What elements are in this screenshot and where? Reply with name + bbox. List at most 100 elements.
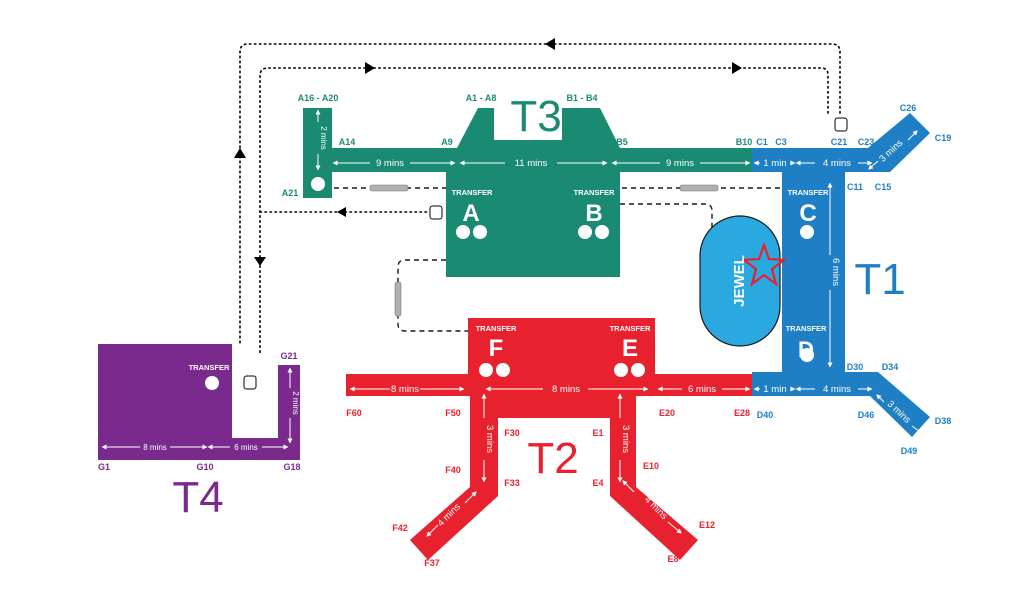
walk-time: 3 mins <box>620 425 631 453</box>
transfer-label: TRANSFER <box>788 188 829 197</box>
terminal-1-label: T1 <box>854 255 905 304</box>
gate-label: E12 <box>699 520 715 530</box>
bus-icon <box>429 205 443 220</box>
gate-label: C26 <box>900 103 917 113</box>
amenity-icons <box>205 177 814 390</box>
immigration-icon <box>205 376 219 390</box>
walk-time: 9 mins <box>666 158 694 169</box>
gate-label: C11 <box>847 182 863 192</box>
bus-route-arrows <box>234 38 742 266</box>
arrow-down-icon <box>254 257 266 266</box>
walk-arrows <box>101 109 922 537</box>
walk-time: 8 mins <box>391 384 419 395</box>
baggage-icon <box>614 363 628 377</box>
transfer-label: TRANSFER <box>476 324 517 333</box>
baggage-icon <box>578 225 592 239</box>
terminal-3-label: T3 <box>510 92 561 141</box>
gate-label: G18 <box>283 462 300 472</box>
terminal-4 <box>98 344 300 460</box>
terminal-3 <box>303 108 752 277</box>
skytrain-route <box>334 187 800 335</box>
gate-label: B5 <box>616 137 628 147</box>
walk-time: 3 mins <box>484 425 495 453</box>
transfer-label: TRANSFER <box>610 324 651 333</box>
gate-label: G21 <box>280 351 297 361</box>
gate-label: F30 <box>504 428 520 438</box>
gate-label: E28 <box>734 408 750 418</box>
gates-t4: G21 G1 G10 G18 <box>98 351 301 472</box>
pier-c: C <box>799 200 816 227</box>
pier-e: E <box>622 335 638 362</box>
gate-label: F60 <box>346 408 362 418</box>
bus-icon <box>834 117 848 132</box>
baggage-icon <box>456 225 470 239</box>
transfer-label: TRANSFER <box>574 188 615 197</box>
pier-a: A <box>462 200 479 227</box>
walk-time: 8 mins <box>552 384 580 395</box>
arrow-left-icon <box>337 207 346 217</box>
skytrain-icon <box>369 184 719 317</box>
gate-label: E8 <box>667 554 678 564</box>
arrow-left-icon <box>545 38 555 50</box>
pier-labels: TRANSFER A TRANSFER B TRANSFER C TRANSFE… <box>189 188 829 372</box>
gate-label: A1 - A8 <box>466 93 497 103</box>
pier-b: B <box>585 200 602 227</box>
baggage-icon <box>479 363 493 377</box>
baggage-icon <box>311 177 325 191</box>
gate-label: E20 <box>659 408 675 418</box>
baggage-icon <box>800 225 814 239</box>
pier-d: D <box>798 337 814 362</box>
gate-label: C21 <box>831 137 848 147</box>
immigration-icon <box>473 225 487 239</box>
arrow-up-icon <box>234 148 246 158</box>
walk-time: 2 mins <box>319 126 328 150</box>
terminal-1 <box>752 113 930 437</box>
gate-label: C3 <box>775 137 787 147</box>
gate-label: E4 <box>592 478 603 488</box>
gate-label: B10 <box>736 137 753 147</box>
gate-label: A21 <box>282 188 299 198</box>
walk-time: 4 mins <box>823 384 851 395</box>
star-icon <box>740 241 788 287</box>
gate-label: D34 <box>882 362 899 372</box>
walk-time: 6 mins <box>234 443 258 452</box>
gate-label: D46 <box>858 410 875 420</box>
gate-label: F42 <box>392 523 408 533</box>
transfer-label: TRANSFER <box>189 363 230 372</box>
walk-time: 11 mins <box>515 158 548 169</box>
gate-label: C19 <box>935 133 952 143</box>
gate-label: C23 <box>858 137 875 147</box>
walk-time: 4 mins <box>823 158 851 169</box>
gates-t2: F60 F50 F30 F40 F33 F42 F37 E1 E10 E4 E2… <box>346 408 750 568</box>
gate-label: F50 <box>445 408 461 418</box>
gate-label: C1 <box>756 137 768 147</box>
gate-label: D30 <box>847 362 864 372</box>
walk-time: 9 mins <box>376 158 404 169</box>
gate-label: F40 <box>445 465 461 475</box>
immigration-icon <box>631 363 645 377</box>
walk-time: 6 mins <box>688 384 716 395</box>
gate-label: D49 <box>901 446 918 456</box>
terminal-1-shape <box>752 113 930 437</box>
bus-icon <box>243 375 257 390</box>
walk-time: 8 mins <box>143 443 167 452</box>
pier-f: F <box>489 335 504 362</box>
terminal-2 <box>346 318 752 560</box>
walk-time: 1 min <box>763 158 786 169</box>
walk-time: 2 mins <box>291 391 300 415</box>
jewel-shape <box>699 215 781 347</box>
gate-label: A14 <box>339 137 356 147</box>
transfer-label: TRANSFER <box>452 188 493 197</box>
gate-label: B1 - B4 <box>566 93 597 103</box>
gates-t3: A16 - A20 A14 A9 A21 A1 - A8 B1 - B4 B5 … <box>282 93 753 198</box>
gate-label: G10 <box>196 462 213 472</box>
jewel-label: JEWEL <box>731 255 748 307</box>
immigration-icon <box>496 363 510 377</box>
gate-label: G1 <box>98 462 110 472</box>
baggage-icon <box>800 348 814 362</box>
gate-label: E10 <box>643 461 659 471</box>
gate-label: F37 <box>424 558 440 568</box>
terminal-2-shape <box>346 318 752 560</box>
terminal-3-shape <box>303 108 752 277</box>
